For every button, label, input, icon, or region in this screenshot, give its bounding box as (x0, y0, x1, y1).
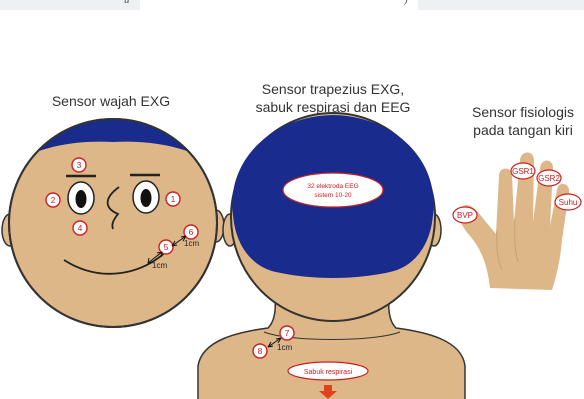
hand-sensor-gsr1: GSR1 (511, 163, 535, 179)
left-pupil (76, 190, 87, 208)
hand-sensor-bvp: BVP (453, 207, 477, 223)
right-pupil (141, 189, 152, 207)
back-sensor-8: 8 (253, 344, 267, 358)
face-distance-label-2: 1cm (152, 261, 167, 270)
respiration-belt-label: Sabuk respirasi (288, 362, 368, 380)
eeg-cap-label: 32 elektroda EEG sistem 10-20 (283, 173, 383, 207)
face-sensor-2-label: 2 (51, 195, 56, 205)
face-sensor-6: 6 (184, 225, 198, 239)
eeg-label-line2: sistem 10-20 (314, 192, 352, 199)
hand-sensor-gsr1-label: GSR1 (512, 167, 534, 176)
face-sensor-5-label: 5 (164, 242, 169, 252)
face-sensor-3-label: 3 (77, 160, 82, 170)
face-sensor-1: 1 (166, 192, 180, 206)
face-sensor-2: 2 (46, 193, 60, 207)
face-sensor-4: 4 (73, 221, 87, 235)
face-sensor-3: 3 (72, 158, 86, 172)
hand-sensor-gsr2: GSR2 (537, 170, 561, 186)
back-sensor-8-label: 8 (258, 346, 263, 356)
hand-sensor-suhu: Suhu (555, 194, 581, 210)
back-figure (198, 113, 465, 399)
face-distance-label-1: 1cm (184, 239, 199, 248)
face-sensor-1-label: 1 (171, 194, 176, 204)
back-sensor-7: 7 (280, 326, 294, 340)
face-sensor-4-label: 4 (78, 223, 83, 233)
belt-label-text: Sabuk respirasi (304, 369, 353, 376)
back-sensor-7-label: 7 (285, 328, 290, 338)
back-distance-label: 1cm (277, 343, 292, 352)
eeg-label-line1: 32 elektroda EEG (307, 183, 358, 190)
hand-sensor-bvp-label: BVP (457, 211, 473, 220)
hand-sensor-gsr2-label: GSR2 (538, 174, 560, 183)
hand-sensor-suhu-label: Suhu (559, 198, 578, 207)
face-figure (0, 119, 226, 327)
face-sensor-6-label: 6 (189, 227, 194, 237)
